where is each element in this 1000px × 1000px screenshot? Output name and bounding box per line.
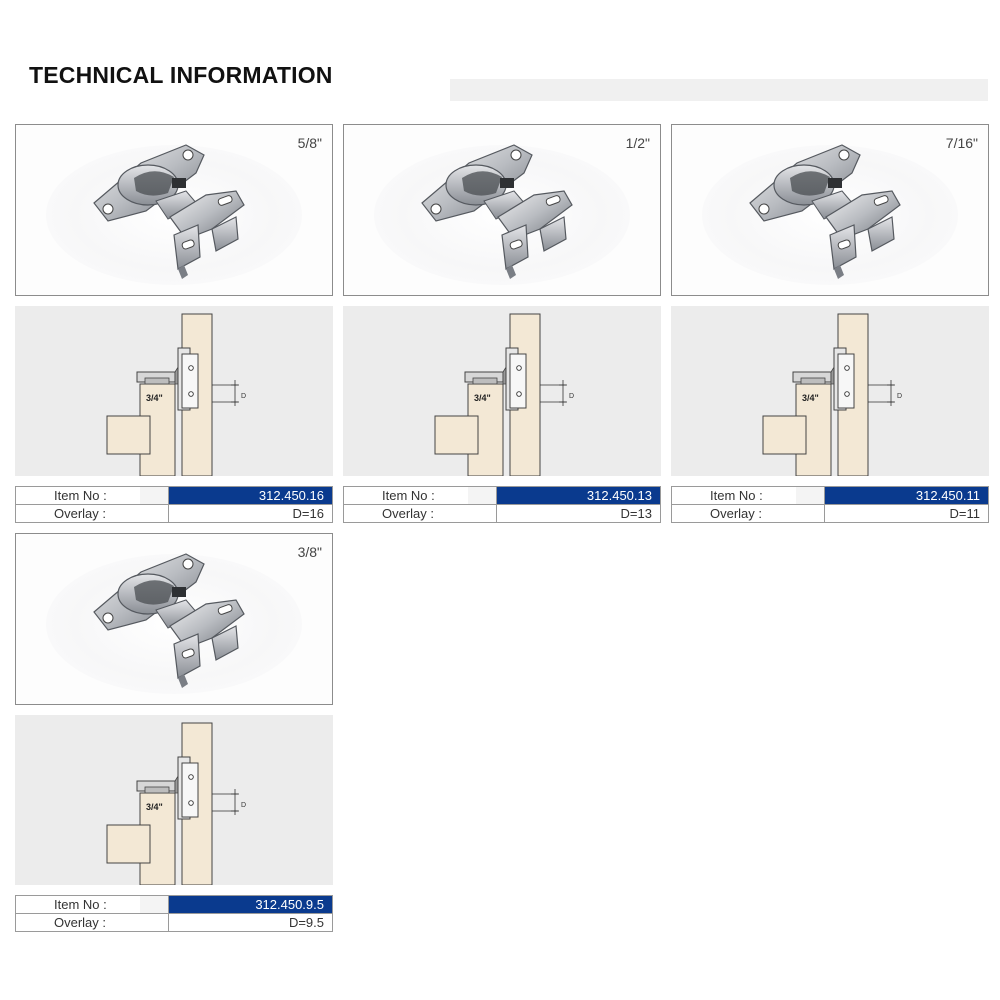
cabinet-section-drawing: D 3/4" <box>106 313 246 476</box>
installation-diagram: D 3/4" <box>15 306 333 476</box>
item-no-value: 312.450.13 <box>497 487 660 504</box>
overlay-size-label: 7/16" <box>945 135 978 151</box>
item-no-label: Item No : <box>672 487 825 504</box>
spec-table: Item No : 312.450.13 Overlay : D=13 <box>343 486 661 523</box>
item-no-value: 312.450.9.5 <box>169 896 332 913</box>
item-no-value: 312.450.16 <box>169 487 332 504</box>
overlay-value: D=13 <box>497 505 660 522</box>
overlay-row: Overlay : D=16 <box>16 504 332 522</box>
cabinet-section-drawing: D 3/4" <box>434 313 574 476</box>
item-no-label: Item No : <box>16 896 169 913</box>
item-no-label: Item No : <box>16 487 169 504</box>
hinge-photo: 1/2" <box>343 124 661 296</box>
hinge-image <box>93 144 245 279</box>
hinge-image <box>421 144 573 279</box>
page-title: TECHNICAL INFORMATION <box>29 62 333 88</box>
overlay-size-label: 5/8" <box>297 135 322 151</box>
thickness-label: 3/4" <box>474 393 491 403</box>
hinge-photo: 7/16" <box>671 124 989 296</box>
thickness-label: 3/4" <box>802 393 819 403</box>
item-no-row: Item No : 312.450.16 <box>16 487 332 504</box>
thickness-label: 3/4" <box>146 393 163 403</box>
thickness-label: 3/4" <box>146 802 163 812</box>
overlay-dimension-label: D <box>241 802 246 809</box>
overlay-size-label: 1/2" <box>625 135 650 151</box>
overlay-value: D=16 <box>169 505 332 522</box>
overlay-size-label: 3/8" <box>297 544 322 560</box>
spec-table: Item No : 312.450.16 Overlay : D=16 <box>15 486 333 523</box>
hinge-image <box>93 553 245 688</box>
overlay-label: Overlay : <box>16 914 169 931</box>
overlay-label: Overlay : <box>344 505 497 522</box>
overlay-label: Overlay : <box>16 505 169 522</box>
item-no-label: Item No : <box>344 487 497 504</box>
hinge-image <box>749 144 901 279</box>
hinge-photo: 5/8" <box>15 124 333 296</box>
item-no-row: Item No : 312.450.11 <box>672 487 988 504</box>
cabinet-section-drawing: D 3/4" <box>762 313 902 476</box>
installation-diagram: D 3/4" <box>15 715 333 885</box>
overlay-label: Overlay : <box>672 505 825 522</box>
title-divider-bar <box>450 79 988 101</box>
overlay-dimension-label: D <box>569 393 574 400</box>
spec-table: Item No : 312.450.9.5 Overlay : D=9.5 <box>15 895 333 932</box>
item-no-value: 312.450.11 <box>825 487 988 504</box>
item-no-row: Item No : 312.450.9.5 <box>16 896 332 913</box>
overlay-dimension-label: D <box>897 393 902 400</box>
hinge-photo: 3/8" <box>15 533 333 705</box>
spec-table: Item No : 312.450.11 Overlay : D=11 <box>671 486 989 523</box>
item-no-row: Item No : 312.450.13 <box>344 487 660 504</box>
installation-diagram: D 3/4" <box>671 306 989 476</box>
installation-diagram: D 3/4" <box>343 306 661 476</box>
overlay-dimension-label: D <box>241 393 246 400</box>
cabinet-section-drawing: D 3/4" <box>106 722 246 885</box>
overlay-value: D=9.5 <box>169 914 332 931</box>
overlay-row: Overlay : D=9.5 <box>16 913 332 931</box>
overlay-row: Overlay : D=11 <box>672 504 988 522</box>
overlay-value: D=11 <box>825 505 988 522</box>
overlay-row: Overlay : D=13 <box>344 504 660 522</box>
